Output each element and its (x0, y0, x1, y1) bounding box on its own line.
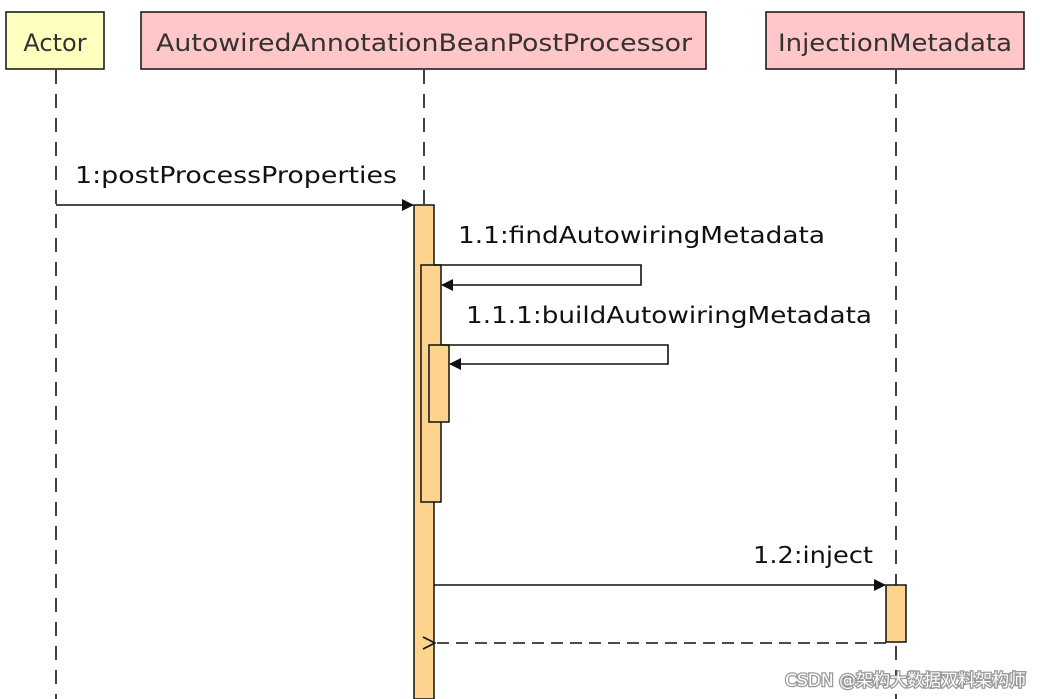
message-arrow (434, 264, 642, 291)
activation-processor-build (428, 344, 450, 423)
message-label: 1.2:inject (753, 543, 873, 569)
participant-metadata-box (765, 11, 1025, 70)
message-post-process-properties: 1:postProcessProperties (56, 163, 414, 211)
participant-metadata-label: InjectionMetadata (778, 29, 1012, 57)
watermark: CSDN @架构大数据双料架构师 (785, 671, 1026, 691)
message-find-autowiring-metadata: 1.1:findAutowiringMetadata (434, 223, 825, 291)
participant-processor-label: AutowiredAnnotationBeanPostProcessor (156, 29, 692, 57)
participant-actor-box (5, 11, 105, 70)
participant-processor: AutowiredAnnotationBeanPostProcessor (140, 11, 707, 70)
participant-actor-label: Actor (23, 29, 86, 57)
message-arrow (441, 344, 669, 370)
activation-metadata-inject (885, 584, 907, 643)
message-label: 1.1.1:buildAutowiringMetadata (466, 303, 872, 329)
participant-actor: Actor (5, 11, 105, 70)
message-build-autowiring-metadata: 1.1.1:buildAutowiringMetadata (441, 303, 872, 370)
message-label: 1:postProcessProperties (75, 163, 397, 189)
participant-metadata: InjectionMetadata (765, 11, 1025, 70)
message-inject: 1.2:inject (434, 543, 886, 591)
participant-processor-box (140, 11, 707, 70)
message-label: 1.1:findAutowiringMetadata (458, 223, 825, 249)
